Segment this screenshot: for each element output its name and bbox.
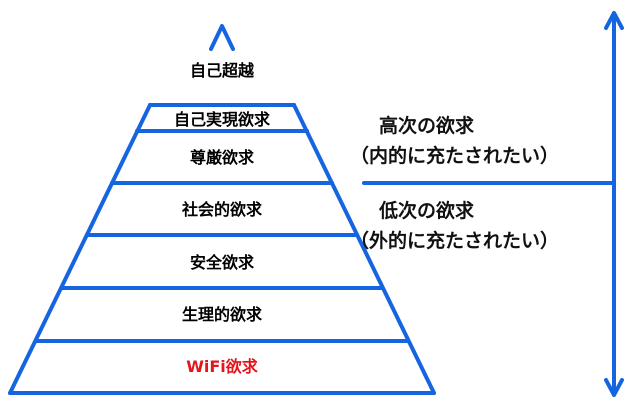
level-label-self-transcendence: 自己超越 bbox=[190, 61, 255, 80]
higher-needs-subtitle: （内的に充たされたい） bbox=[350, 144, 559, 167]
pyramid-apex bbox=[209, 24, 235, 51]
lower-needs-title: 低次の欲求 bbox=[378, 199, 475, 222]
level-label-self-actualization: 自己実現欲求 bbox=[174, 110, 271, 129]
arrow-up-head-icon bbox=[604, 11, 624, 30]
pyramid-right-edge bbox=[292, 103, 436, 395]
higher-needs-title: 高次の欲求 bbox=[379, 114, 475, 137]
pyramid bbox=[8, 24, 436, 395]
pyramid-left-edge bbox=[8, 103, 152, 395]
side-labels: 高次の欲求 （内的に充たされたい） 低次の欲求 （外的に充たされたい） bbox=[350, 114, 559, 252]
right-axis bbox=[362, 11, 624, 397]
level-label-wifi: WiFi欲求 bbox=[186, 357, 259, 376]
lower-needs-subtitle: （外的に充たされたい） bbox=[350, 229, 559, 252]
pyramid-labels: 自己超越 自己実現欲求 尊厳欲求 社会的欲求 安全欲求 生理的欲求 WiFi欲求 bbox=[174, 61, 271, 376]
level-label-esteem: 尊厳欲求 bbox=[190, 148, 255, 167]
level-label-social: 社会的欲求 bbox=[181, 200, 263, 219]
arrow-down-head-icon bbox=[604, 378, 624, 397]
level-label-safety: 安全欲求 bbox=[190, 253, 255, 272]
level-label-physiological: 生理的欲求 bbox=[182, 305, 263, 324]
